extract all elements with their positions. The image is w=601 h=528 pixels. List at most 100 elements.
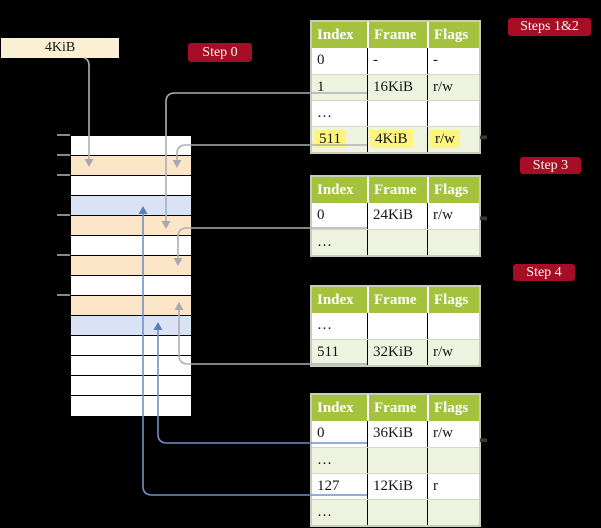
badge-step-3: Step 3 <box>520 157 581 174</box>
table-cell-frame <box>367 448 427 473</box>
memory-row-8 <box>71 296 191 316</box>
memory-row-9 <box>71 316 191 336</box>
table-row: … <box>312 229 479 255</box>
table-row: 511 4KiB r/w <box>312 126 479 152</box>
table-cell-index: … <box>317 234 332 250</box>
memory-tick <box>57 214 70 216</box>
table-cell-flags: r <box>427 474 479 499</box>
memory-row-3 <box>71 196 191 216</box>
table-cell-frame: 4KiB <box>367 127 427 152</box>
table-cell-flags <box>427 101 479 126</box>
table-cell-frame <box>367 101 427 126</box>
table-cell-frame <box>367 500 427 525</box>
table-header-cell: Frame <box>367 22 427 48</box>
table-header-cell: Index <box>317 182 354 198</box>
memory-row-0 <box>71 136 191 156</box>
table-cell-index: 1 <box>317 79 325 95</box>
table-cell-index: 511 <box>312 127 367 152</box>
table-cell-frame: 24KiB <box>367 203 427 229</box>
table-header-cell: Frame <box>367 177 427 203</box>
table-cell-index: … <box>317 105 332 121</box>
table-cell-index: … <box>317 317 332 333</box>
memory-row-7 <box>71 276 191 296</box>
memory-row-4 <box>71 216 191 236</box>
memory-tick <box>57 174 70 176</box>
table-header-cell: Frame <box>367 287 427 313</box>
memory-row-1 <box>71 156 191 176</box>
table-cell-frame: 12KiB <box>367 474 427 499</box>
table-row: … <box>312 499 479 525</box>
table-row: 0 -- <box>312 48 479 74</box>
memory-tick <box>57 294 70 296</box>
step-pointer-stub <box>480 438 487 442</box>
highlighted-value: 511 <box>314 130 346 148</box>
highlighted-value: r/w <box>430 130 460 148</box>
memory-row-6 <box>71 256 191 276</box>
memory-row-10 <box>71 336 191 356</box>
table-cell-index: 0 <box>317 52 325 68</box>
highlighted-value: 4KiB <box>370 130 413 148</box>
table-header-cell: Flags <box>427 22 479 48</box>
memory-row-11 <box>71 356 191 376</box>
step-pointer-stub <box>480 135 487 139</box>
memory-tick <box>57 254 70 256</box>
table-cell-flags <box>427 313 479 339</box>
table-cell-flags: r/w <box>427 127 479 152</box>
table-header-cell: Flags <box>427 177 479 203</box>
table-cell-frame: 32KiB <box>367 340 427 365</box>
memory-row-5 <box>71 236 191 256</box>
table-header-cell: Flags <box>427 395 479 421</box>
memory-tick <box>57 154 70 156</box>
memory-row-2 <box>71 176 191 196</box>
table-cell-flags: r/w <box>427 340 479 365</box>
table-cell-index: 511 <box>317 344 339 360</box>
table-cell-frame: - <box>367 48 427 74</box>
table-cell-flags <box>427 230 479 255</box>
table-header-cell: Flags <box>427 287 479 313</box>
frame-size-label: 4KiB <box>1 38 119 58</box>
table-cell-frame: 16KiB <box>367 75 427 100</box>
table-row: … <box>312 313 479 339</box>
table-cell-frame <box>367 313 427 339</box>
table-cell-flags: - <box>427 48 479 74</box>
physical-memory-column <box>70 135 192 417</box>
table-cell-flags: r/w <box>427 203 479 229</box>
table-row: … <box>312 447 479 473</box>
table-header-cell: Frame <box>367 395 427 421</box>
table-cell-index: 0 <box>317 425 325 441</box>
table-cell-index: 0 <box>317 207 325 223</box>
table-cell-flags <box>427 500 479 525</box>
step-pointer-stub <box>480 216 487 220</box>
memory-row-13 <box>71 396 191 416</box>
table-cell-index: … <box>317 452 332 468</box>
table-cell-flags <box>427 448 479 473</box>
table-cell-index: 127 <box>317 478 340 494</box>
table-cell-frame: 36KiB <box>367 421 427 447</box>
table-header-cell: Index <box>317 292 354 308</box>
memory-row-12 <box>71 376 191 396</box>
table-cell-frame <box>367 230 427 255</box>
badge-step-4: Step 4 <box>513 264 575 281</box>
table-cell-flags: r/w <box>427 75 479 100</box>
badge-step-0: Step 0 <box>188 43 252 62</box>
badge-steps-1-2: Steps 1&2 <box>508 18 591 36</box>
memory-tick <box>57 134 70 136</box>
table-header-cell: Index <box>317 27 354 43</box>
table-cell-flags: r/w <box>427 421 479 447</box>
table-row: … <box>312 100 479 126</box>
table-header-cell: Index <box>317 400 354 416</box>
